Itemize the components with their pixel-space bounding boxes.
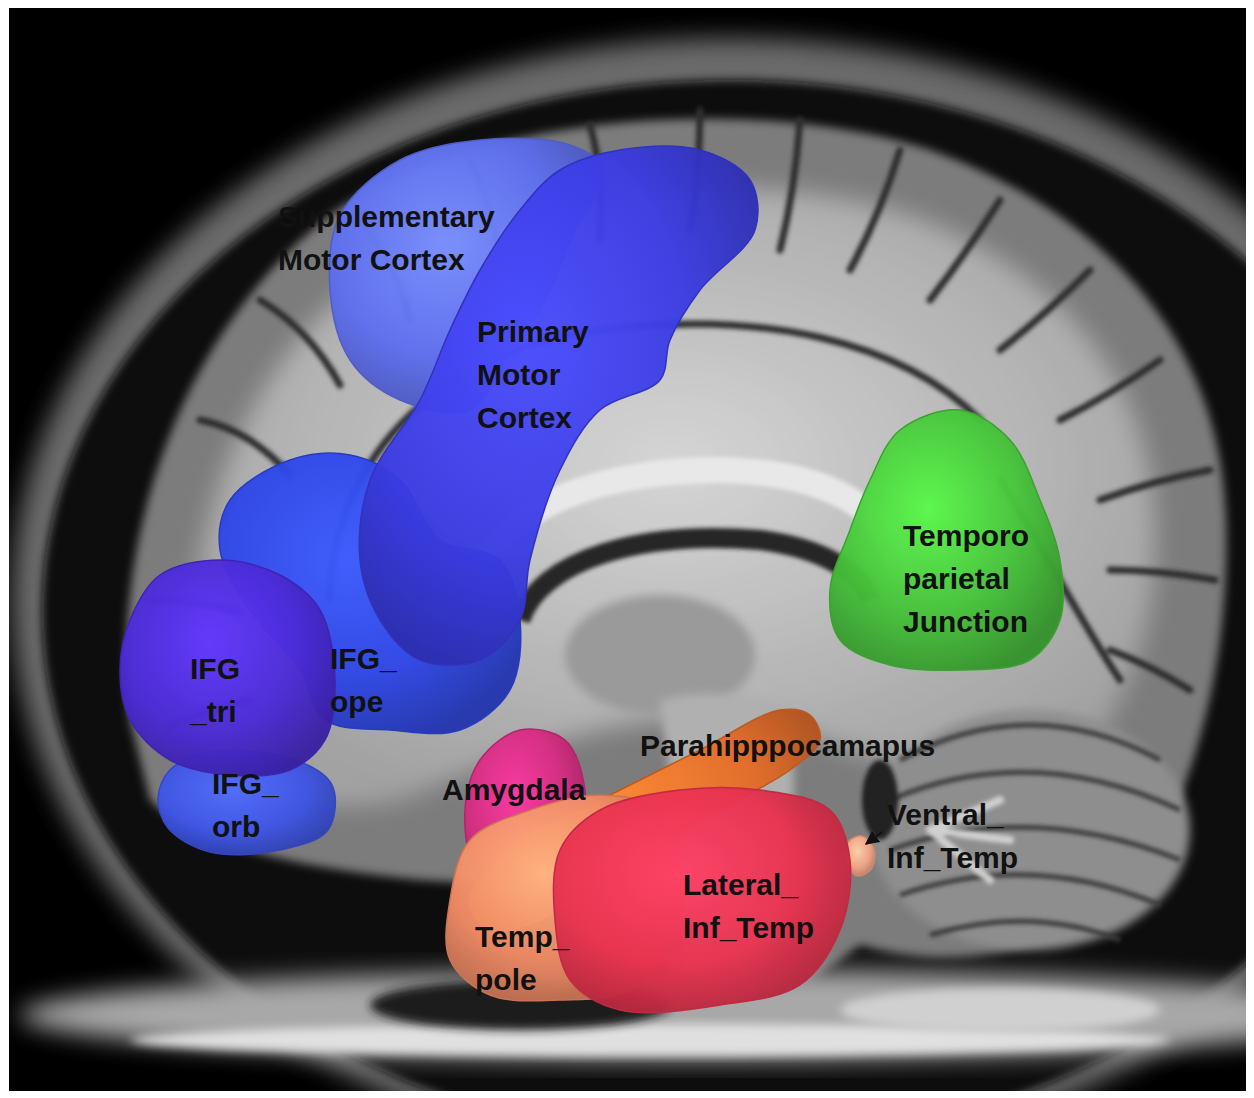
folium [930,921,1120,940]
ventricle [520,538,870,620]
sulcus [1100,470,1210,500]
brain-region: Ventral_ Inf_Temp [842,789,1022,883]
region-label: IFG _tri [190,647,240,733]
region-blob [359,146,758,665]
region-label: Amygdala [442,768,585,811]
region-label: IFG_ ope [330,637,397,723]
region-label: Parahipppocamapus [640,724,935,767]
region-label: IFG_ orb [212,762,279,848]
region-label: Primary Motor Cortex [477,310,589,439]
region-label: Supplementary Motor Cortex [278,195,495,281]
sulcus [780,120,800,250]
scalp [12,38,1246,1091]
region-label: Temporo parietal Junction [903,514,1029,643]
folium [900,875,1160,905]
sulcus [1000,270,1090,350]
region-label: Lateral_ Inf_Temp [683,863,814,949]
region-label: Temp_ pole [475,915,569,1001]
skull-base-band [840,988,1160,1032]
folium [900,725,1160,760]
brain-region: Lateral_ Inf_Temp [551,786,854,1014]
head [12,38,1246,1091]
skull [42,80,1246,1091]
region-blob [553,787,850,1012]
brain-region: Temporo parietal Junction [826,406,1064,674]
leader-arrow [866,832,882,844]
region-label: Ventral_ Inf_Temp [887,793,1018,879]
sulcus [1110,650,1190,690]
sulcus [260,300,340,385]
sulcus [850,150,900,270]
region-blob [120,560,335,776]
sulcus [930,200,1000,300]
brain-region: IFG _tri [116,556,339,779]
sulcus [1110,570,1215,580]
sulcus [1060,360,1160,420]
region-blob [830,410,1064,671]
